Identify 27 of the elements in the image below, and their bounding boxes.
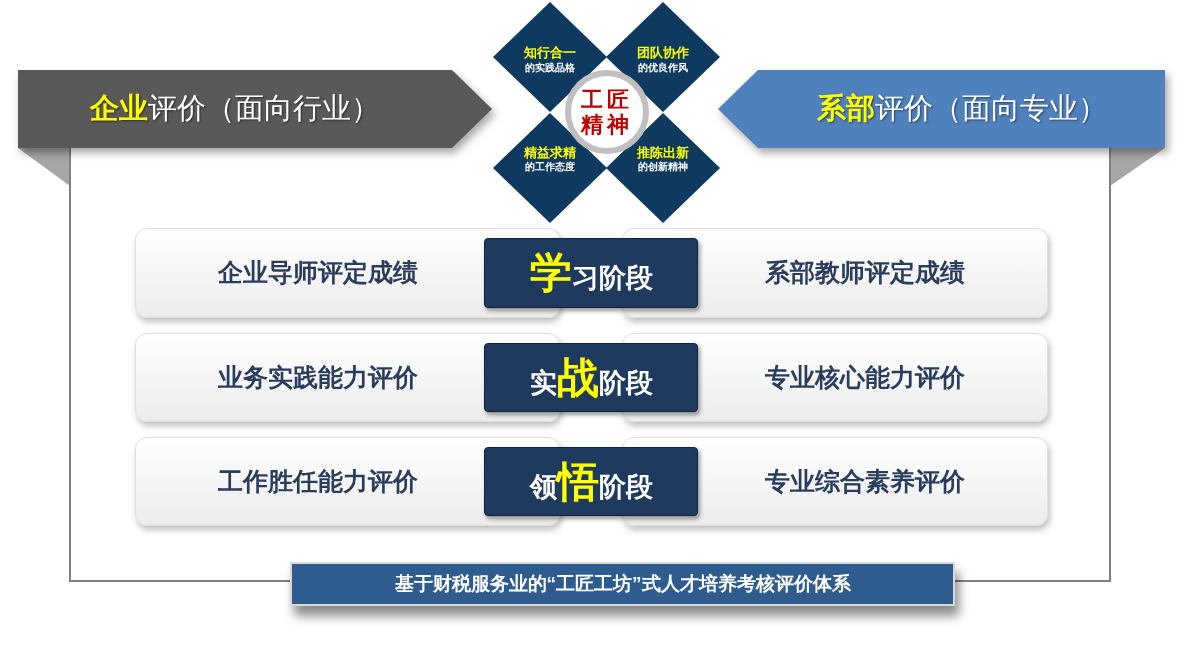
diamond-subtext: 的创新精神 [638,161,688,174]
diamond-heading: 精益求精 [524,145,576,161]
system-title: 基于财税服务业的“工匠工坊”式人才培养考核评价体系 [394,571,851,596]
stage-box [484,238,698,308]
stage-title: 实战阶段 [529,356,653,399]
diamond-subtext: 的工作态度 [525,161,575,174]
diamond-heading: 推陈出新 [637,145,689,161]
diamond-heading: 知行合一 [524,45,576,62]
bracket-line [69,147,291,582]
card-text: 业务实践能力评价 [217,361,418,393]
bracket-line [954,147,1111,582]
stage-title: 学习阶段 [529,252,653,294]
stage-box [484,447,698,516]
title-bar [290,562,955,606]
card-text: 专业核心能力评价 [765,361,965,393]
stage-title: 领悟阶段 [529,460,653,503]
diamond-subtext: 的优良作风 [638,61,688,74]
stage-box [484,343,698,412]
card-text: 企业导师评定成绩 [217,257,418,289]
diamond-heading: 团队协作 [637,45,689,62]
center-title: 工匠精神 [580,86,634,138]
diamond-subtext: 的实践品格 [525,61,575,74]
banner-title: 企业评价（面向行业） [90,91,380,127]
card-text: 工作胜任能力评价 [217,465,418,497]
card-text: 系部教师评定成绩 [765,257,965,289]
banner-title: 系部评价（面向专业） [816,91,1107,127]
card-text: 专业综合素养评价 [765,465,965,497]
